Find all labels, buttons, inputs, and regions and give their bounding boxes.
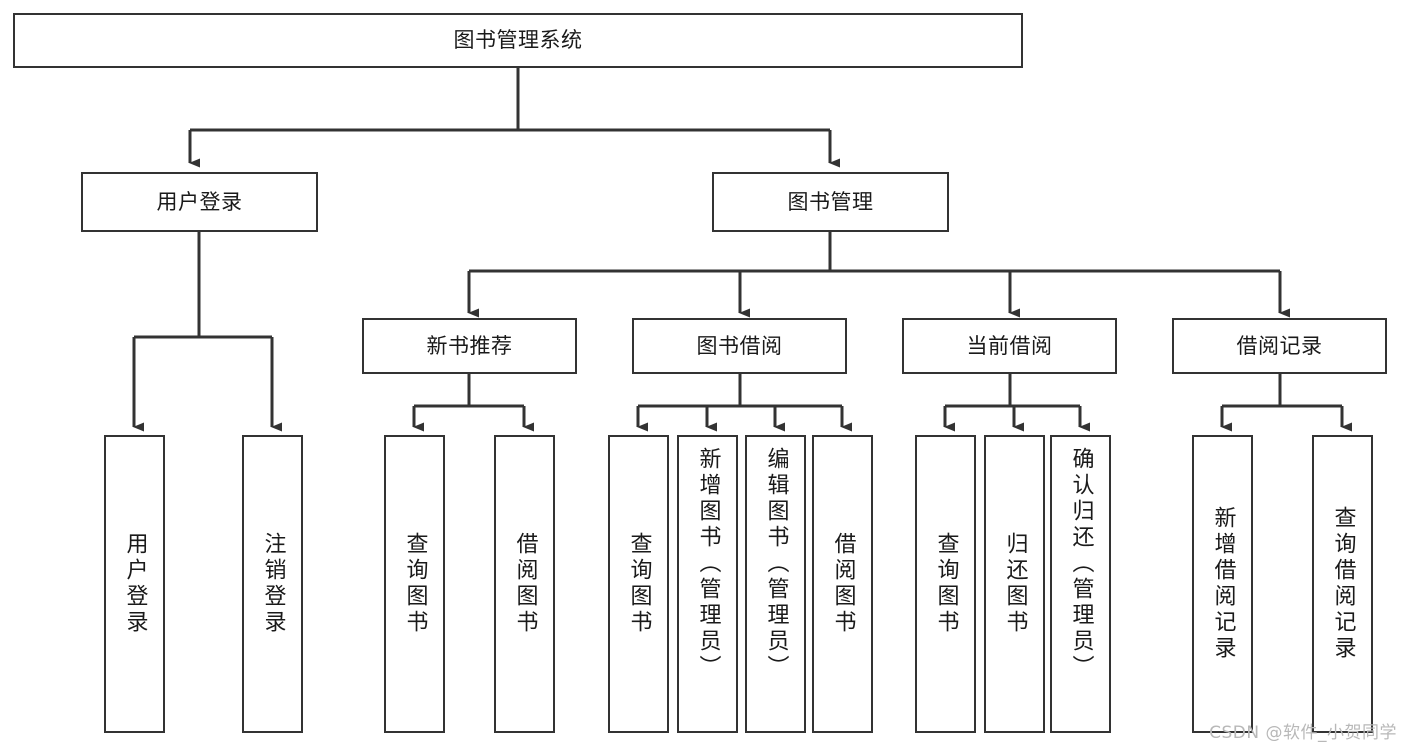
leaf-new-book-borrow[interactable]: 借阅图书 (494, 435, 555, 733)
leaf-borrow-borrow-book[interactable]: 借阅图书 (812, 435, 873, 733)
leaf-record-add[interactable]: 新增借阅记录 (1192, 435, 1253, 733)
node-root-system[interactable]: 图书管理系统 (13, 13, 1023, 68)
node-label: 图书借阅 (696, 333, 783, 358)
leaf-user-login-login[interactable]: 用户登录 (104, 435, 165, 733)
leaf-current-return-book[interactable]: 归还图书 (984, 435, 1045, 733)
node-user-login[interactable]: 用户登录 (81, 172, 318, 232)
leaf-current-confirm-return[interactable]: 确认归还（管理员） (1050, 435, 1111, 733)
node-label: 查询图书 (933, 532, 959, 636)
node-label: 新书推荐 (426, 333, 513, 358)
node-label: 归还图书 (1002, 532, 1028, 636)
node-label: 查询借阅记录 (1330, 506, 1356, 662)
node-label: 查询图书 (626, 532, 652, 636)
node-label: 新增借阅记录 (1210, 506, 1236, 662)
leaf-record-query[interactable]: 查询借阅记录 (1312, 435, 1373, 733)
node-borrow-record[interactable]: 借阅记录 (1172, 318, 1387, 374)
leaf-current-query-book[interactable]: 查询图书 (915, 435, 976, 733)
node-label: 用户登录 (122, 532, 148, 636)
node-label: 借阅记录 (1236, 333, 1323, 358)
node-current-borrow[interactable]: 当前借阅 (902, 318, 1117, 374)
node-label: 图书管理系统 (453, 28, 583, 53)
node-label: 编辑图书（管理员） (763, 447, 789, 681)
leaf-borrow-add-book[interactable]: 新增图书（管理员） (677, 435, 738, 733)
node-label: 借阅图书 (830, 532, 856, 636)
node-book-management[interactable]: 图书管理 (712, 172, 949, 232)
node-book-borrow[interactable]: 图书借阅 (632, 318, 847, 374)
leaf-new-book-query[interactable]: 查询图书 (384, 435, 445, 733)
node-label: 确认归还（管理员） (1068, 447, 1094, 681)
node-label: 借阅图书 (512, 532, 538, 636)
node-new-book-recommend[interactable]: 新书推荐 (362, 318, 577, 374)
leaf-borrow-query-book[interactable]: 查询图书 (608, 435, 669, 733)
csdn-watermark: CSDN @软件_小贺同学 (1209, 723, 1397, 743)
node-label: 当前借阅 (966, 333, 1053, 358)
leaf-borrow-edit-book[interactable]: 编辑图书（管理员） (745, 435, 806, 733)
node-label: 用户登录 (156, 189, 243, 214)
node-label: 查询图书 (402, 532, 428, 636)
node-label: 图书管理 (787, 189, 874, 214)
node-label: 新增图书（管理员） (695, 447, 721, 681)
node-label: 注销登录 (260, 532, 286, 636)
leaf-user-login-logout[interactable]: 注销登录 (242, 435, 303, 733)
